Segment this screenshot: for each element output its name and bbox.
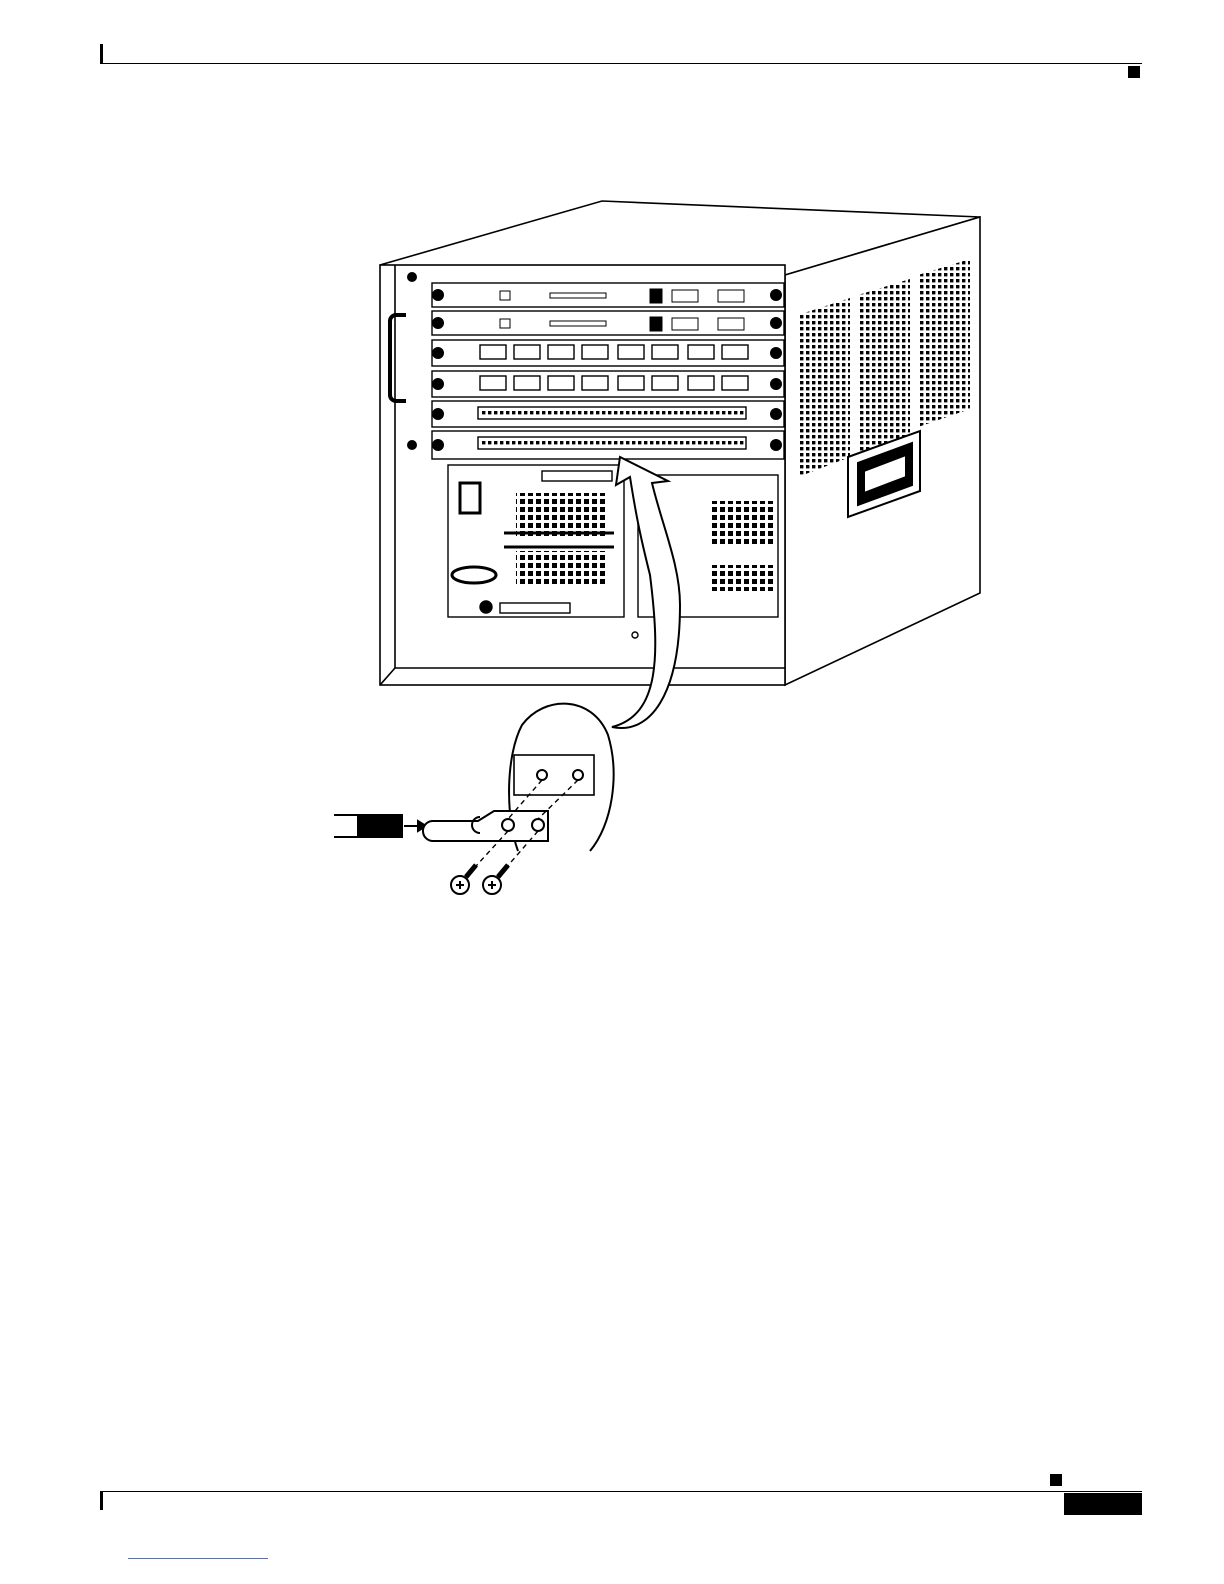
- ground-cable: [334, 815, 426, 837]
- footer-marker-square: [1050, 1474, 1062, 1486]
- footer-link-underline[interactable]: [128, 1558, 268, 1559]
- lug-screws: [451, 865, 508, 894]
- footer-page-tab: [1064, 1493, 1142, 1515]
- ground-lug: [423, 811, 548, 841]
- power-supply-bay: [448, 465, 778, 638]
- header-marker-square: [1128, 66, 1140, 78]
- footer-tick-mark: [100, 1491, 103, 1510]
- footer-rule: [100, 1491, 1142, 1492]
- header-tick-mark: [100, 44, 103, 64]
- header-rule: [100, 63, 1142, 64]
- chassis-grounding-figure: [320, 195, 990, 905]
